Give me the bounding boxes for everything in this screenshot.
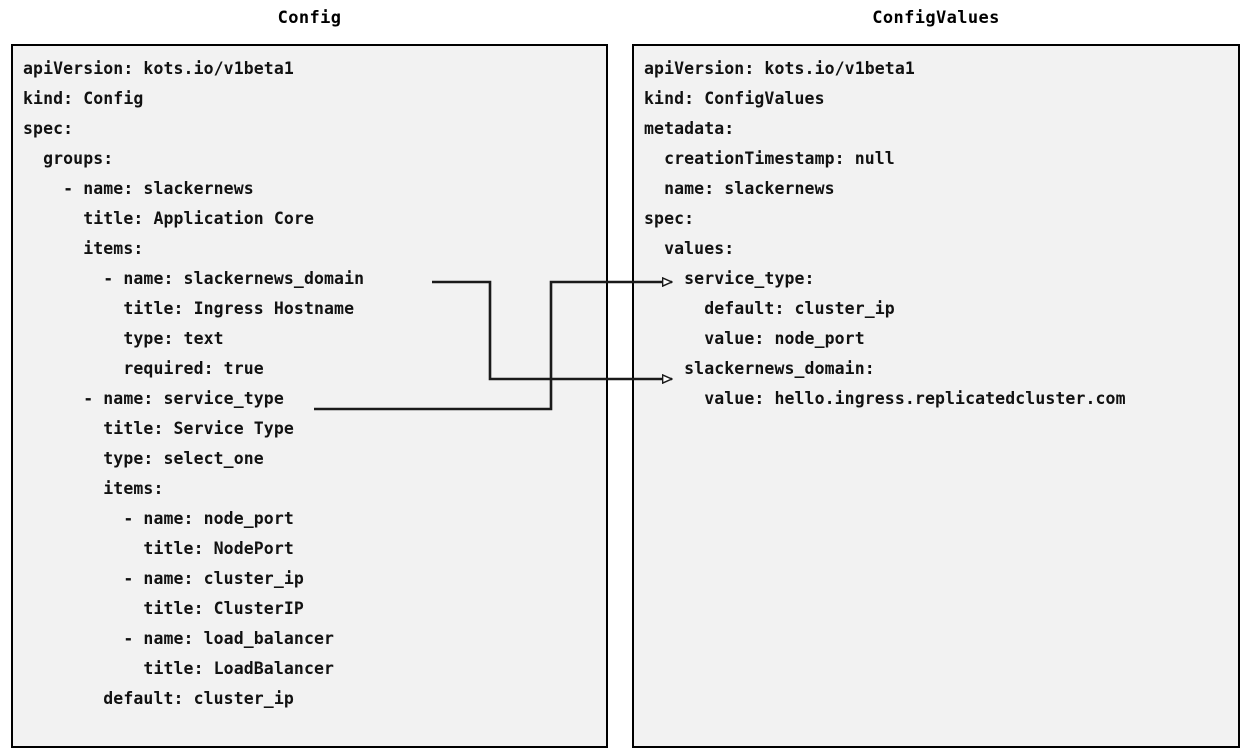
config-panel-title: Config	[277, 8, 342, 28]
configvalues-panel: apiVersion: kots.io/v1beta1 kind: Config…	[632, 44, 1240, 748]
config-panel: apiVersion: kots.io/v1beta1 kind: Config…	[11, 44, 608, 748]
configvalues-panel-title: ConfigValues	[872, 8, 1000, 28]
configvalues-yaml-text: apiVersion: kots.io/v1beta1 kind: Config…	[644, 59, 1126, 408]
config-yaml-text: apiVersion: kots.io/v1beta1 kind: Config…	[23, 59, 365, 708]
